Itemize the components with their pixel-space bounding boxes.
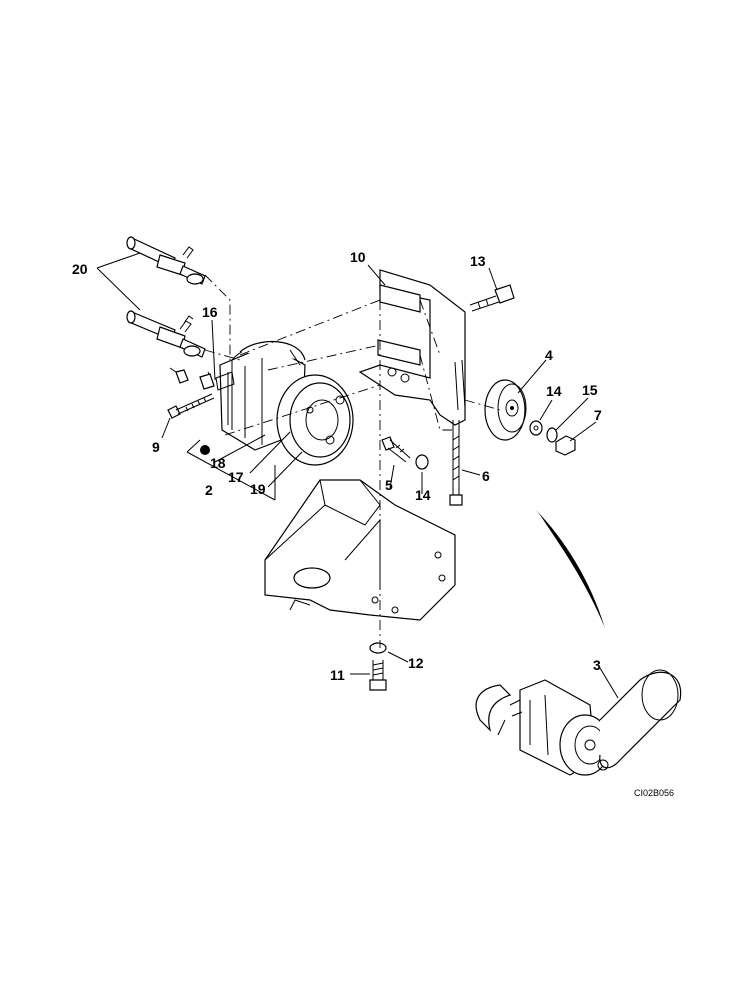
callout-13: 13 bbox=[470, 253, 486, 269]
callout-17: 17 bbox=[228, 469, 244, 485]
callout-9: 9 bbox=[152, 439, 160, 455]
callout-12: 12 bbox=[408, 655, 424, 671]
callout-19: 19 bbox=[250, 481, 266, 497]
fitting bbox=[169, 367, 215, 390]
callout-18: 18 bbox=[210, 455, 226, 471]
bolt bbox=[167, 393, 215, 419]
leader-lines bbox=[96, 252, 619, 699]
callout-14-lower: 14 bbox=[415, 487, 431, 503]
assembly-centerlines bbox=[204, 274, 501, 648]
callout-20: 20 bbox=[72, 261, 88, 277]
arrow-indicator bbox=[536, 510, 605, 628]
mounting-bracket bbox=[358, 269, 466, 426]
callout-6: 6 bbox=[482, 468, 490, 484]
callout-16: 16 bbox=[202, 304, 218, 320]
long-bolt bbox=[449, 420, 463, 506]
washer bbox=[369, 642, 387, 654]
hose-assembly-lower bbox=[126, 310, 206, 358]
assembled-inset-view bbox=[475, 510, 682, 776]
drawing-code: CI02B056 bbox=[634, 788, 674, 798]
callout-14-upper: 14 bbox=[546, 383, 562, 399]
callout-15: 15 bbox=[582, 382, 598, 398]
callout-3: 3 bbox=[593, 657, 601, 673]
callout-7: 7 bbox=[594, 407, 602, 423]
callout-5: 5 bbox=[385, 477, 393, 493]
washer bbox=[415, 454, 429, 470]
washer-hole bbox=[533, 425, 539, 431]
callout-4: 4 bbox=[545, 347, 553, 363]
bolt bbox=[369, 660, 387, 691]
callout-11: 11 bbox=[330, 667, 345, 683]
callout-labels: 20 16 9 18 17 19 2 10 13 4 14 15 7 5 14 … bbox=[72, 249, 602, 683]
compressor bbox=[204, 340, 354, 466]
bolt bbox=[381, 436, 411, 463]
marker-dot bbox=[200, 445, 210, 455]
callout-2: 2 bbox=[205, 482, 213, 498]
idler-pulley bbox=[484, 379, 527, 441]
callout-10: 10 bbox=[350, 249, 366, 265]
hose-assembly-upper bbox=[126, 236, 206, 285]
base-bracket bbox=[264, 479, 456, 621]
lock-washer bbox=[546, 427, 558, 443]
washer bbox=[529, 420, 543, 436]
bolt bbox=[469, 284, 515, 312]
